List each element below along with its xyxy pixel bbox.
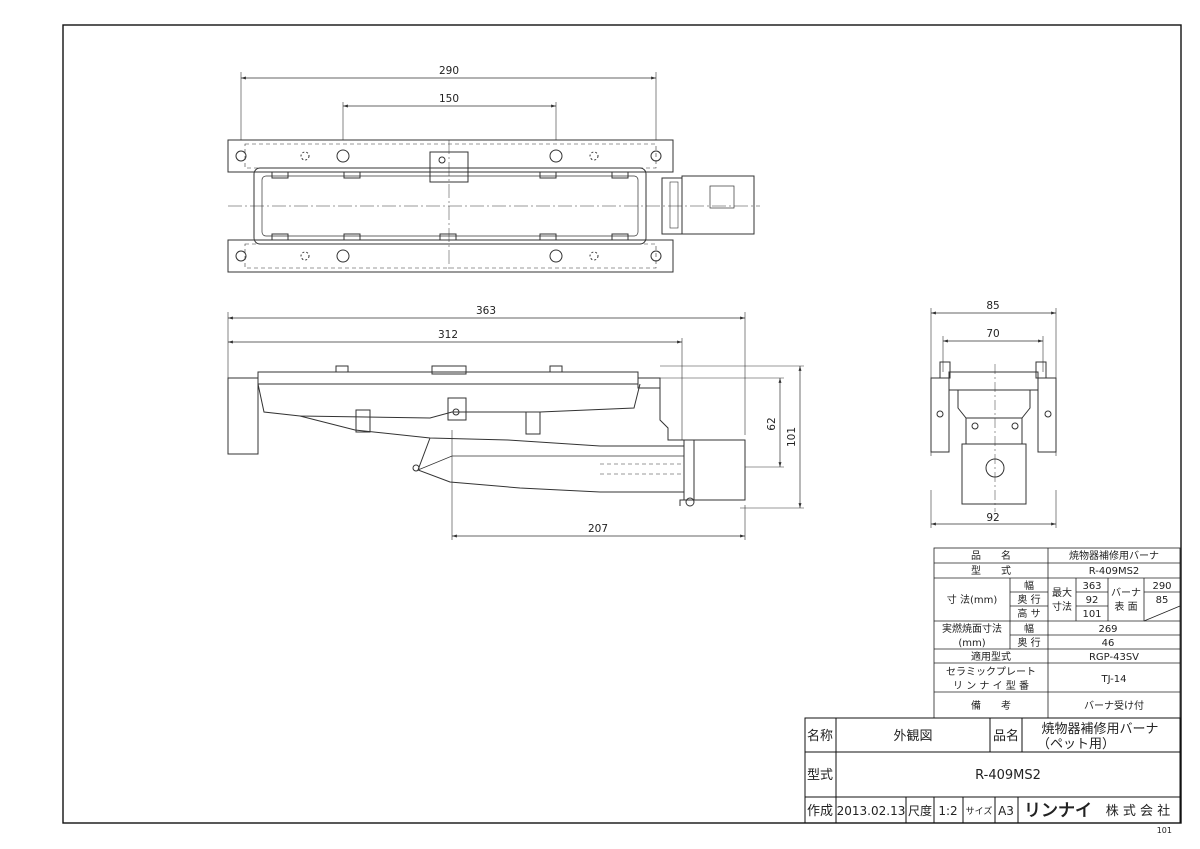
label-effective-depth: 奥 行 — [1017, 636, 1040, 649]
title-name-value: 外観図 — [893, 729, 932, 744]
label-width: 幅 — [1024, 579, 1034, 592]
label-applicable-model: 適用型式 — [971, 650, 1011, 663]
dim-101: 101 — [786, 427, 798, 447]
label-max-size-1: 最大 — [1052, 586, 1072, 599]
title-product-label: 品名 — [993, 728, 1019, 744]
value-remarks: バーナ受け付 — [1084, 699, 1144, 712]
title-name-label: 名称 — [807, 728, 833, 744]
dim-62: 62 — [766, 417, 778, 430]
company-suffix: 株 式 会 社 — [1106, 803, 1170, 819]
dim-92: 92 — [986, 512, 999, 524]
title-created-date: 2013.02.13 — [837, 804, 906, 818]
top-view — [227, 72, 760, 273]
label-effective-width: 幅 — [1024, 622, 1034, 635]
dim-70: 70 — [986, 328, 999, 340]
label-product-name: 品 名 — [971, 549, 1011, 562]
title-size-value: A3 — [998, 804, 1014, 818]
label-ceramic-1: セラミックプレート — [946, 666, 1036, 678]
drawing-border — [62, 24, 1182, 824]
value-max-depth: 92 — [1086, 595, 1099, 606]
value-product-name: 焼物器補修用バーナ — [1069, 549, 1159, 562]
dim-150: 150 — [439, 93, 459, 105]
value-max-height: 101 — [1082, 609, 1101, 620]
value-max-width: 363 — [1082, 581, 1101, 592]
label-height: 高 サ — [1017, 607, 1040, 620]
end-view — [930, 308, 1057, 528]
value-model: R-409MS2 — [1089, 566, 1140, 577]
title-block — [804, 717, 1181, 824]
dim-85: 85 — [986, 300, 999, 312]
value-burner-width: 290 — [1152, 581, 1171, 592]
label-remarks: 備 考 — [971, 699, 1011, 712]
label-model: 型 式 — [971, 564, 1011, 577]
title-size-label: サイズ — [966, 805, 993, 817]
title-product-value-1: 焼物器補修用バーナ — [1041, 722, 1158, 737]
dim-363: 363 — [476, 305, 496, 317]
value-effective-depth: 46 — [1102, 638, 1115, 649]
label-burner-surface-2: 表 面 — [1114, 600, 1137, 613]
value-effective-width: 269 — [1098, 624, 1117, 635]
side-view — [227, 312, 804, 540]
label-effective-1: 実燃焼面寸法 — [942, 622, 1002, 635]
title-product-value-2: （ペット用） — [1037, 737, 1115, 752]
label-size: 寸 法(mm) — [947, 593, 998, 606]
label-burner-surface-1: バーナ — [1111, 587, 1141, 599]
title-created-label: 作成 — [807, 804, 833, 819]
label-max-size-2: 寸法 — [1052, 600, 1072, 613]
value-ceramic-model: TJ-14 — [1100, 674, 1126, 685]
company-logo: リンナイ — [1024, 801, 1092, 821]
dim-207: 207 — [588, 523, 608, 535]
title-type-value: R-409MS2 — [975, 768, 1041, 783]
dim-290: 290 — [439, 65, 459, 77]
title-scale-value: 1:2 — [938, 804, 957, 818]
title-scale-label: 尺度 — [908, 803, 932, 818]
value-burner-depth: 85 — [1156, 595, 1169, 606]
label-effective-2: (mm) — [958, 638, 985, 649]
value-applicable-model: RGP-43SV — [1089, 652, 1139, 663]
dim-312: 312 — [438, 329, 458, 341]
label-depth: 奥 行 — [1017, 593, 1040, 606]
label-ceramic-2: リ ン ナ イ 型 番 — [953, 679, 1029, 692]
sheet-number: 101 — [1157, 826, 1172, 835]
title-type-label: 型式 — [807, 768, 833, 783]
